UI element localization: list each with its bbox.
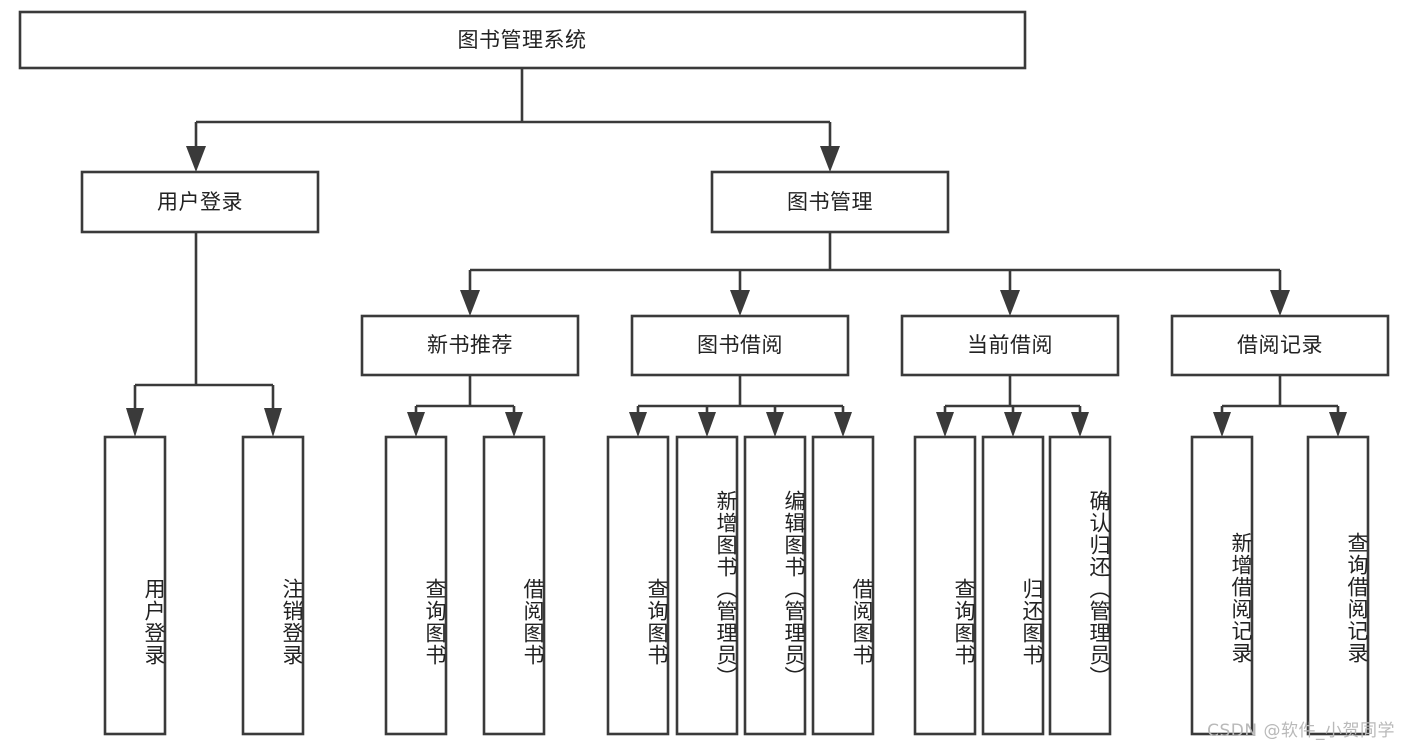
connector-group-root [186,68,840,172]
connector-group-book-borrow [629,375,852,437]
connector-group-user-login [126,232,282,437]
arrow-head-leaf-user-login [126,408,144,437]
node-book-management-box[interactable] [710,170,950,234]
node-current-borrow[interactable]: 当前借阅 [900,314,1120,377]
arrow-head-borrow-record [1270,290,1290,316]
node-leaf-user-login-box[interactable] [103,435,167,736]
node-borrow-record-box[interactable] [1170,314,1390,377]
arrow-head-book-management [820,146,840,172]
node-root-box[interactable] [18,10,1027,70]
connector-group-new-book-recommend [407,375,523,437]
arrow-head-current-borrow [1000,290,1020,316]
node-book-borrow[interactable]: 图书借阅 [630,314,850,377]
connector-group-current-borrow [936,375,1089,437]
node-borrow-record-label: 借阅记录 [1237,333,1323,357]
connector-group-book-management [460,232,1290,316]
csdn-watermark: CSDN @软件_小贺同学 [1207,721,1395,741]
node-user-login[interactable]: 用户登录 [80,170,320,234]
node-book-management-label: 图书管理 [787,190,873,214]
node-leaf-query-book-2-box[interactable] [606,435,670,736]
node-leaf-confirm-return-box[interactable] [1048,435,1112,736]
node-leaf-edit-book-box[interactable] [743,435,807,736]
node-leaf-logout-login-box[interactable] [241,435,305,736]
node-new-book-recommend-box[interactable] [360,314,580,377]
node-current-borrow-box[interactable] [900,314,1120,377]
node-user-login-box[interactable] [80,170,320,234]
arrow-head-leaf-add-record [1213,412,1231,437]
node-new-book-recommend-label: 新书推荐 [427,333,513,357]
connector-group-borrow-record [1213,375,1347,437]
arrow-head-leaf-query-record [1329,412,1347,437]
node-leaf-borrow-book-2-box[interactable] [811,435,875,736]
arrow-head-new-book-recommend [460,290,480,316]
node-leaf-add-book-box[interactable] [675,435,739,736]
arrow-head-user-login [186,146,206,172]
node-book-management[interactable]: 图书管理 [710,170,950,234]
node-new-book-recommend[interactable]: 新书推荐 [360,314,580,377]
node-leaf-query-book-1-box[interactable] [384,435,448,736]
node-leaf-query-book-3-box[interactable] [913,435,977,736]
node-leaf-return-book-box[interactable] [981,435,1045,736]
arrow-head-leaf-query-book-3 [936,412,954,437]
node-root-label: 图书管理系统 [458,28,587,52]
arrow-head-leaf-return-book [1004,412,1022,437]
arrow-head-leaf-borrow-book-1 [505,412,523,437]
arrow-head-leaf-edit-book [766,412,784,437]
arrow-head-leaf-add-book [698,412,716,437]
node-leaf-query-record-box[interactable] [1306,435,1370,736]
arrow-head-book-borrow [730,290,750,316]
node-borrow-record[interactable]: 借阅记录 [1170,314,1390,377]
node-user-login-label: 用户登录 [157,190,243,214]
node-current-borrow-label: 当前借阅 [967,333,1053,357]
node-leaf-add-record-box[interactable] [1190,435,1254,736]
arrow-head-leaf-logout-login [264,408,282,437]
arrow-head-leaf-query-book-1 [407,412,425,437]
arrow-head-leaf-query-book-2 [629,412,647,437]
node-leaf-borrow-book-1-box[interactable] [482,435,546,736]
node-book-borrow-box[interactable] [630,314,850,377]
node-root[interactable]: 图书管理系统 [18,10,1027,70]
arrow-head-leaf-confirm-return [1071,412,1089,437]
arrow-head-leaf-borrow-book-2 [834,412,852,437]
node-book-borrow-label: 图书借阅 [697,333,783,357]
